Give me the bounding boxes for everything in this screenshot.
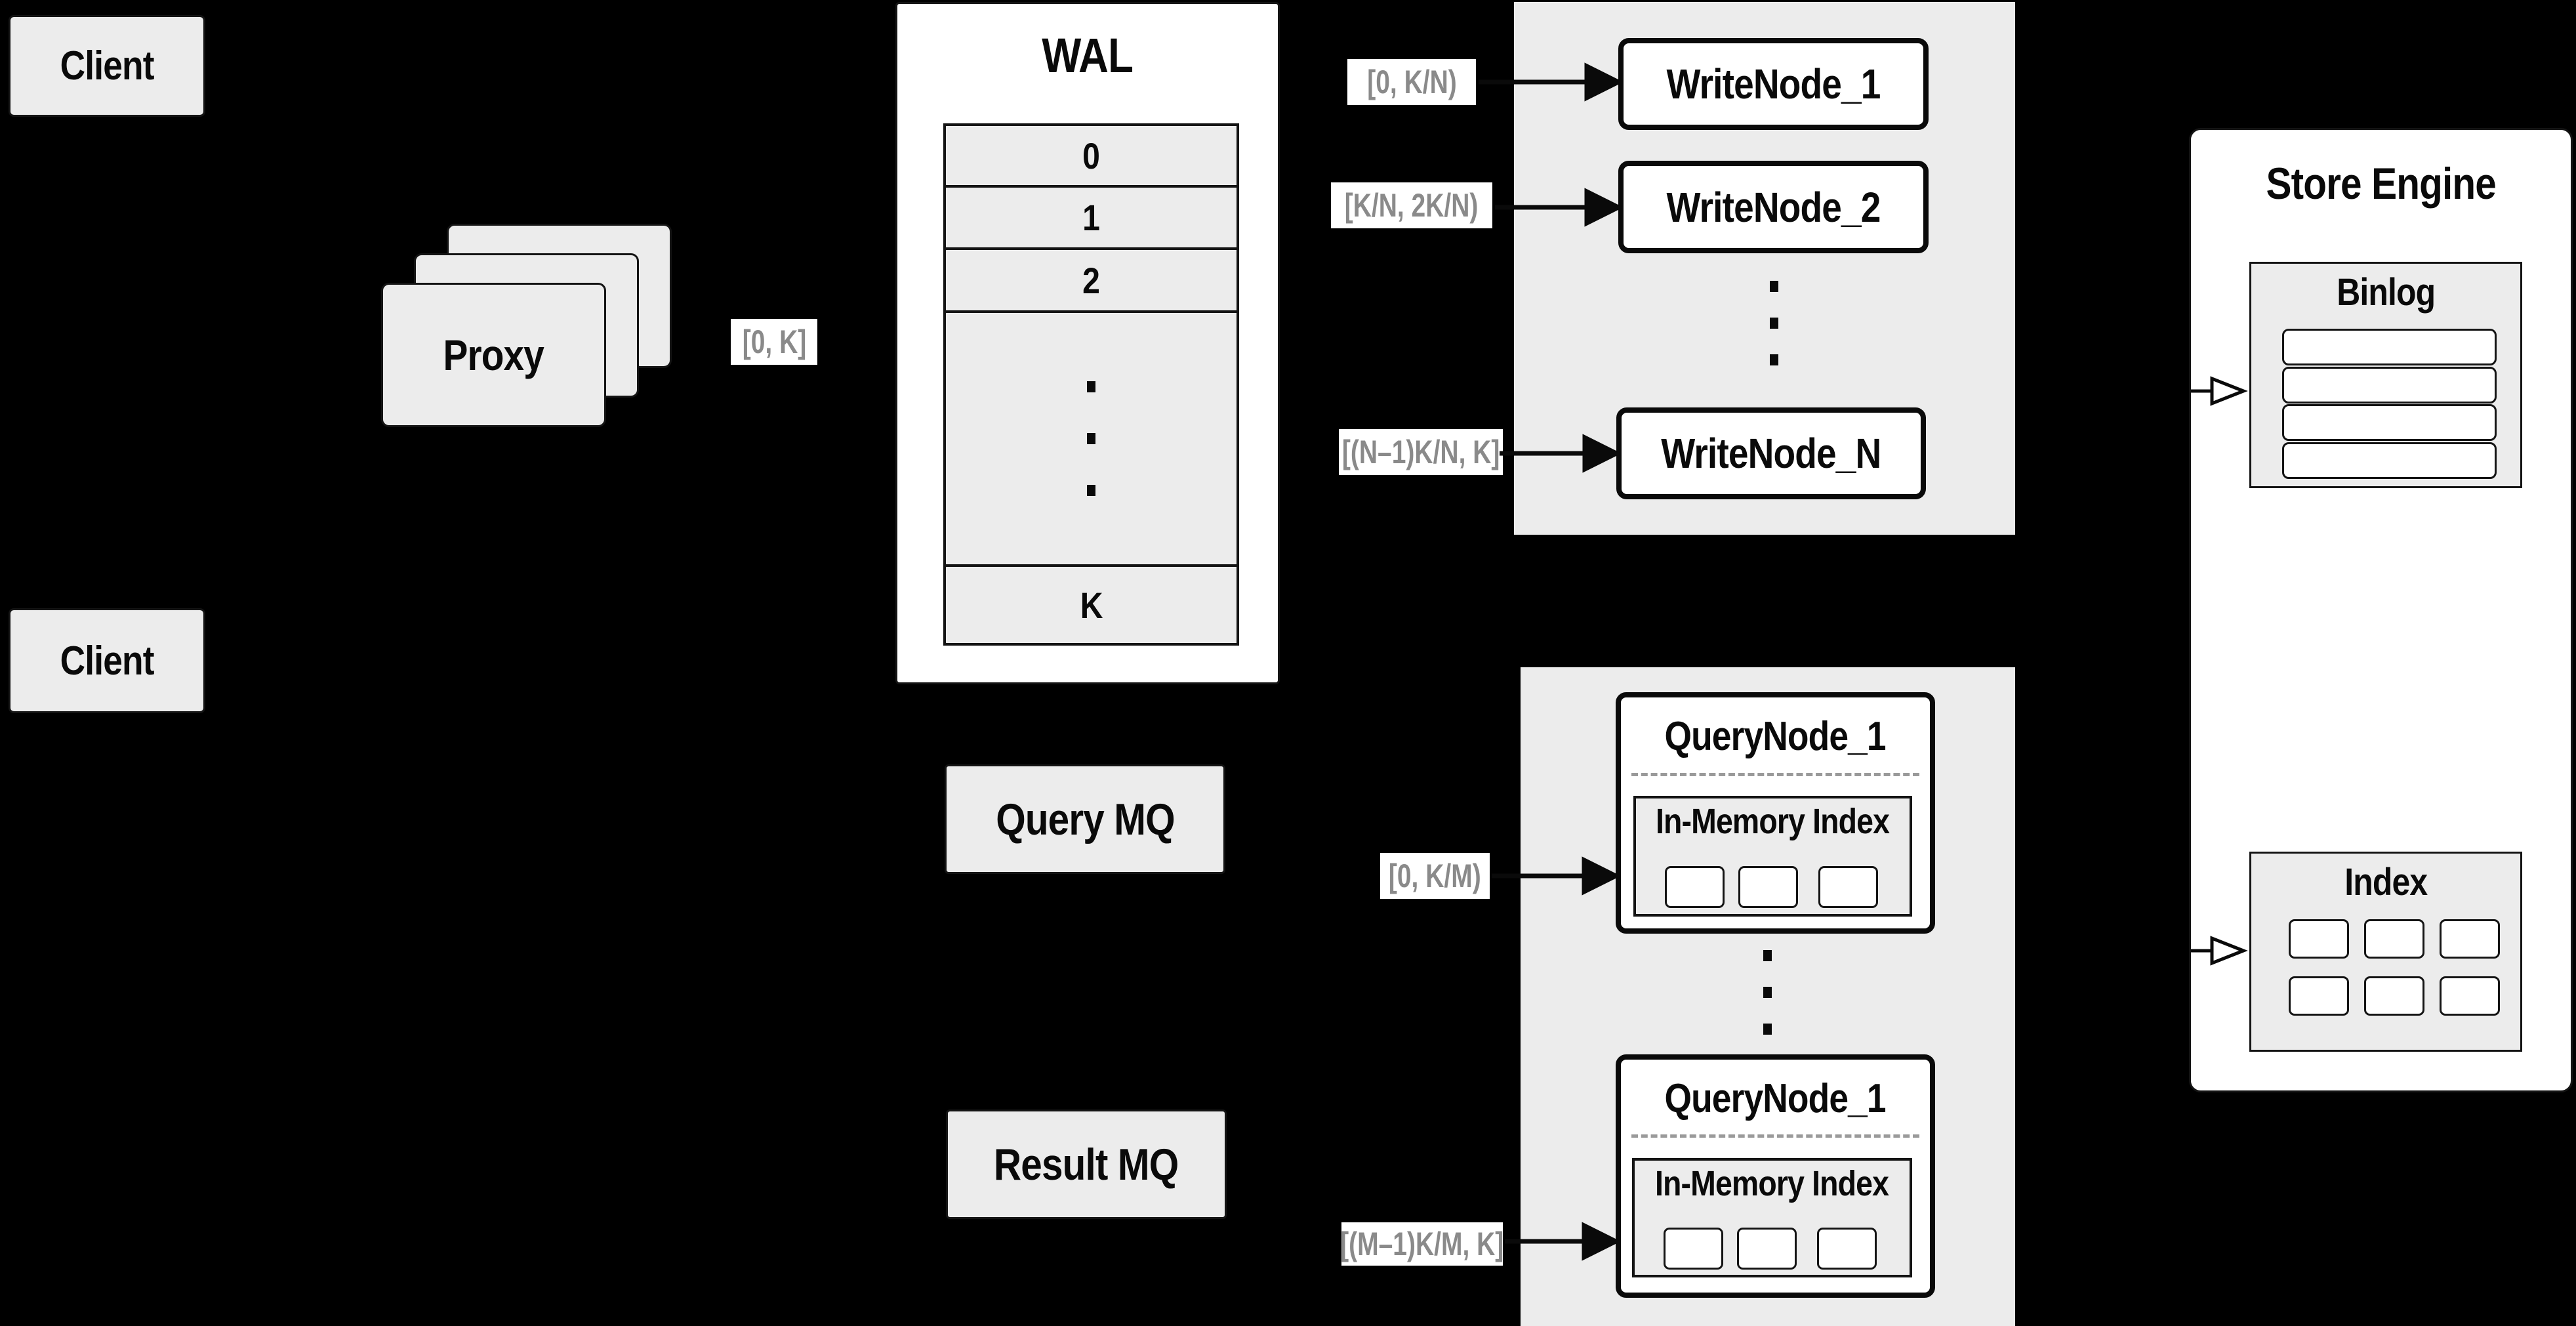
arrow-to-binlog (2191, 376, 2248, 406)
proxy-card-front: Proxy (381, 283, 606, 427)
wal-panel: WAL 0 1 2 K (895, 2, 1280, 684)
wal-row-0: 0 (946, 126, 1237, 185)
arrow-to-write-node-1 (1479, 62, 1624, 102)
arrow-to-query-node-top (1492, 856, 1621, 896)
binlog-slat (2282, 404, 2497, 441)
range-label-query-node-top: [0, K/M) (1380, 853, 1490, 899)
wal-row-k: K (946, 564, 1237, 643)
result-mq-box: Result MQ (946, 1109, 1227, 1219)
inmemory-index-bottom-title: In-Memory Index (1655, 1164, 1889, 1203)
client-box-bottom: Client (9, 608, 205, 713)
arrow-to-write-node-n (1500, 434, 1622, 473)
store-engine-panel: Store Engine Binlog Index (2189, 128, 2573, 1092)
query-node-ellipsis (1763, 950, 1772, 1035)
write-node-n: WriteNode_N (1616, 407, 1926, 499)
inmemory-index-bottom: In-Memory Index (1632, 1158, 1912, 1277)
binlog-box: Binlog (2249, 262, 2522, 488)
index-cell (2440, 919, 2500, 959)
query-node-bottom-title: QueryNode_1 (1664, 1076, 1887, 1121)
query-node-top-title: QueryNode_1 (1664, 714, 1887, 759)
binlog-title: Binlog (2337, 270, 2436, 314)
query-node-bottom-separator (1631, 1134, 1919, 1138)
wal-row-1: 1 (946, 185, 1237, 247)
arrow-to-index (2191, 936, 2248, 966)
range-label-write-node-2: [K/N, 2K/N) (1331, 182, 1492, 228)
wal-segment-table: 0 1 2 K (943, 123, 1239, 646)
binlog-slat (2282, 329, 2497, 365)
client-box-top: Client (9, 15, 205, 117)
range-label-write-node-1: [0, K/N) (1347, 59, 1476, 105)
query-mq-box: Query MQ (945, 764, 1225, 874)
inmemory-cell (1818, 866, 1878, 908)
wal-row-ellipsis (946, 310, 1237, 564)
index-cell (2289, 976, 2349, 1016)
inmemory-index-top-title: In-Memory Index (1656, 802, 1890, 841)
arrow-to-write-node-2 (1495, 188, 1624, 227)
store-engine-title: Store Engine (2266, 159, 2496, 209)
inmemory-cell (1664, 1228, 1723, 1270)
inmemory-cell (1737, 1228, 1797, 1270)
binlog-slat (2282, 367, 2497, 404)
inmemory-index-top: In-Memory Index (1633, 796, 1912, 917)
inmemory-cell (1665, 866, 1725, 908)
client-bottom-label: Client (60, 638, 155, 684)
inmemory-cell (1738, 866, 1798, 908)
arrow-to-query-node-bottom (1505, 1222, 1621, 1261)
range-label-query-node-bottom: [(M–1)K/M, K] (1340, 1222, 1504, 1266)
index-cell (2289, 919, 2349, 959)
write-node-ellipsis (1770, 281, 1778, 365)
wal-row-2: 2 (946, 247, 1237, 310)
client-top-label: Client (60, 43, 155, 89)
index-box: Index (2249, 852, 2522, 1052)
proxy-label: Proxy (443, 331, 544, 379)
wal-title: WAL (1042, 28, 1134, 83)
index-cell (2364, 919, 2424, 959)
query-node-top-separator (1631, 773, 1919, 776)
range-label-proxy-out: [0, K] (731, 319, 817, 365)
range-label-write-node-n: [(N–1)K/N, K] (1339, 429, 1503, 475)
write-node-1: WriteNode_1 (1618, 38, 1929, 130)
write-node-2: WriteNode_2 (1618, 161, 1929, 253)
index-cell (2364, 976, 2424, 1016)
inmemory-cell (1817, 1228, 1877, 1270)
index-cell (2440, 976, 2500, 1016)
binlog-slat (2282, 442, 2497, 479)
index-title: Index (2344, 860, 2428, 903)
